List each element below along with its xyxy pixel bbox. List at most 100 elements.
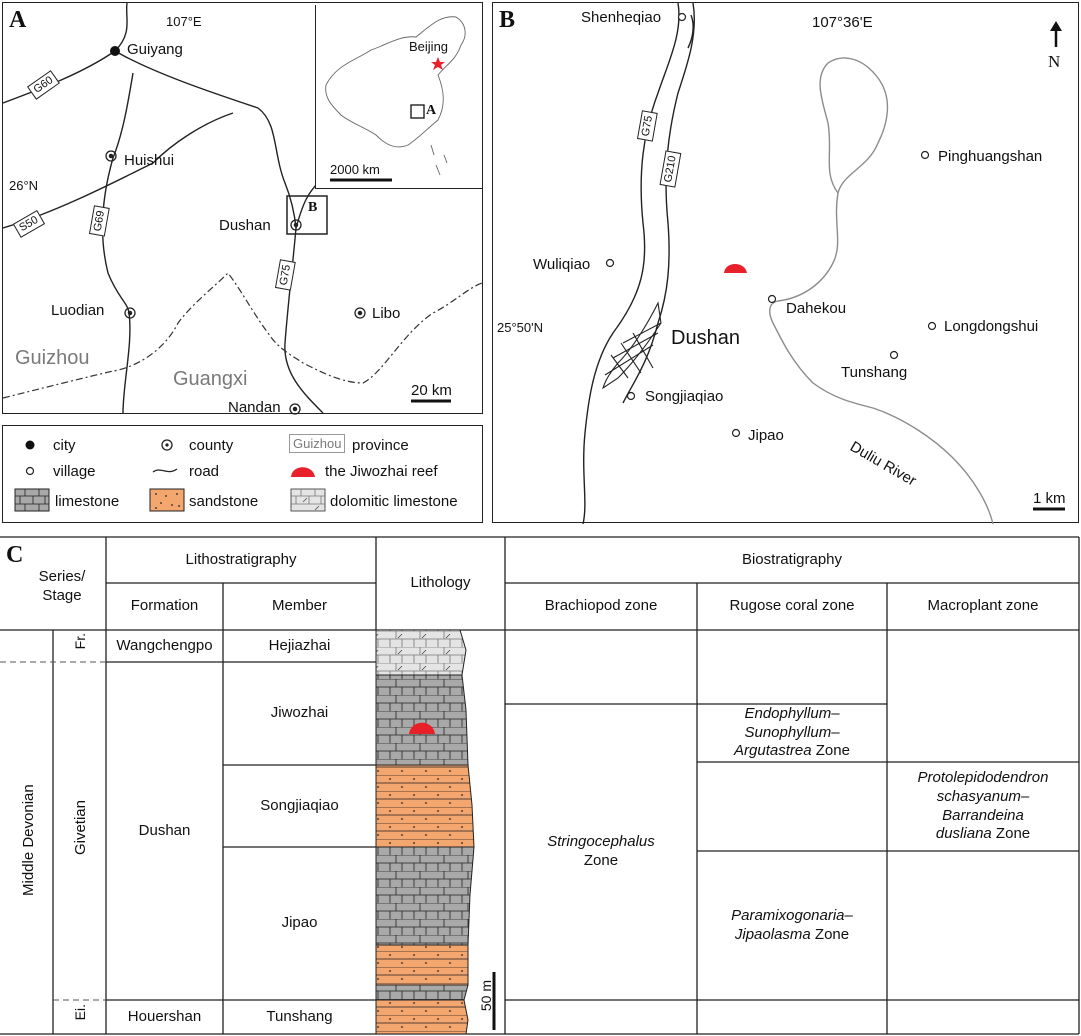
stage-ei: Ei. <box>72 1004 88 1021</box>
header-member: Member <box>271 597 327 615</box>
longitude-label: 107°36'E <box>812 14 873 31</box>
scale-label: 1 km <box>1033 490 1066 507</box>
inset-box-a <box>410 104 425 119</box>
legend-village: village <box>53 463 96 480</box>
county-label: Huishui <box>124 152 175 169</box>
brachiopod-zone: Stringocephalus Zone <box>505 704 697 1000</box>
member-tunshang: Tunshang <box>266 1007 333 1025</box>
lithology-dolomitic <box>375 629 467 676</box>
village-label: Dahekou <box>786 300 847 317</box>
brachiopod-zone-suffix: Zone <box>583 852 619 869</box>
inset-china-outline <box>325 16 466 182</box>
header-formation: Formation <box>130 597 199 615</box>
county-label: Luodian <box>51 302 105 319</box>
box-b-label: B <box>308 200 318 215</box>
header-lithostratigraphy: Lithostratigraphy <box>185 550 297 568</box>
lithology-sandstone-base <box>375 999 469 1035</box>
province-label: Guangxi <box>173 368 248 390</box>
scale-label: 20 km <box>411 382 452 399</box>
legend-sandstone: sandstone <box>189 493 259 510</box>
province-label: Guizhou <box>15 347 90 369</box>
village-label: Songjiaqiao <box>645 388 724 405</box>
city-label: Guiyang <box>127 41 183 58</box>
lithology-limestone-lower <box>375 846 475 946</box>
rugose-zone-upper-suffix: Zone <box>811 742 850 760</box>
town-label: Dushan <box>671 327 740 349</box>
formation-houershan: Houershan <box>127 1007 202 1025</box>
inset-scale-label: 2000 km <box>330 162 380 177</box>
reef-icon <box>724 264 747 273</box>
beijing-star-icon <box>431 57 445 70</box>
header-brachiopod: Brachiopod zone <box>544 597 658 615</box>
panel-b-lines <box>582 2 1065 525</box>
legend-county: county <box>189 437 234 454</box>
village-label: Pinghuangshan <box>938 148 1043 165</box>
macroplant-zone-line: schasyanum– <box>936 787 1030 805</box>
inset-box-a-label: A <box>426 103 437 118</box>
rugose-zone-lower-line: Jipaolasma <box>734 925 811 943</box>
header-macroplant: Macroplant zone <box>927 597 1039 615</box>
county-label: Nandan <box>228 399 281 416</box>
macroplant-zone-suffix: Zone <box>991 825 1031 843</box>
road-s50 <box>3 112 234 229</box>
latitude-label: 25°50'N <box>497 320 543 335</box>
rugose-zone-upper-line: Argutastrea <box>734 742 812 760</box>
reef-icon <box>409 722 435 734</box>
road-g60 <box>3 50 116 104</box>
formation-dushan: Dushan <box>138 821 191 839</box>
panel-c-grid <box>0 536 1080 1035</box>
county-label: Libo <box>372 305 401 322</box>
inset-map: Beijing A 2000 km <box>315 5 482 189</box>
rugose-zone-lower-suffix: Zone <box>810 925 850 943</box>
county-label: Dushan <box>219 217 271 234</box>
lithology-limestone-upper <box>375 674 469 766</box>
member-songjiaqiao: Songjiaqiao <box>260 796 339 814</box>
town-area <box>602 301 662 390</box>
village-label: Longdongshui <box>944 318 1039 335</box>
box-b <box>286 195 328 235</box>
header-lithology: Lithology <box>410 574 471 592</box>
rugose-zone-lower: Paramixogonaria– Jipaolasma Zone <box>697 851 887 1000</box>
village-label: Jipao <box>748 427 784 444</box>
province-boundary <box>2 272 483 399</box>
legend-province-box: Guizhou <box>289 434 346 453</box>
lithology-sandstone-lower <box>375 944 469 986</box>
legend-reef: the Jiwozhai reef <box>325 463 438 480</box>
stage-givetian: Givetian <box>72 800 89 856</box>
member-jipao: Jipao <box>281 914 318 932</box>
header-series-stage: Series/ Stage <box>38 568 86 604</box>
rugose-zone-lower-line: Paramixogonaria– <box>731 906 853 924</box>
legend-city: city <box>53 437 76 454</box>
latitude-label: 26°N <box>9 178 39 193</box>
legend-dolomitic: dolomitic limestone <box>330 493 458 510</box>
rugose-zone-upper: Endophyllum– Sunophyllum– Argutastrea Zo… <box>697 704 887 762</box>
macroplant-zone: Protolepidodendron schasyanum– Barrandei… <box>887 762 1079 851</box>
rugose-zone-upper-line: Sunophyllum– <box>744 723 840 741</box>
legend-province: province <box>352 437 409 454</box>
panel-b-label: B <box>499 7 516 33</box>
legend-limestone: limestone <box>55 493 120 510</box>
panel-c-stratigraphy: C Series/ Stage Lithostratigraphy Format… <box>0 535 1081 1036</box>
member-hejiazhai: Hejiazhai <box>268 636 331 654</box>
member-jiwozhai: Jiwozhai <box>270 704 329 722</box>
lithology-scale-label: 50 m <box>478 980 494 1012</box>
longitude-label: 107°E <box>166 14 202 29</box>
header-biostratigraphy: Biostratigraphy <box>741 550 843 568</box>
stage-fr: Fr. <box>72 633 88 650</box>
header-rugose: Rugose coral zone <box>729 597 855 615</box>
lithology-limestone-base <box>375 984 469 1001</box>
brachiopod-zone-name: Stringocephalus <box>547 833 655 851</box>
macroplant-zone-line: dusliana <box>935 825 992 843</box>
panel-a-lines <box>2 3 483 415</box>
road-g69 <box>101 72 134 413</box>
village-label: Tunshang <box>841 364 908 381</box>
north-label: N <box>1048 52 1061 71</box>
macroplant-zone-line: Barrandeina <box>942 806 1024 824</box>
legend-symbols <box>14 439 326 512</box>
capital-label: Beijing <box>409 39 449 54</box>
duliu-river <box>769 57 994 525</box>
panel-a-label: A <box>9 7 27 33</box>
village-label: Shenheqiao <box>581 9 662 26</box>
lithology-sandstone-mid <box>375 764 475 848</box>
legend: city village county road Guizhou provinc… <box>2 425 483 523</box>
